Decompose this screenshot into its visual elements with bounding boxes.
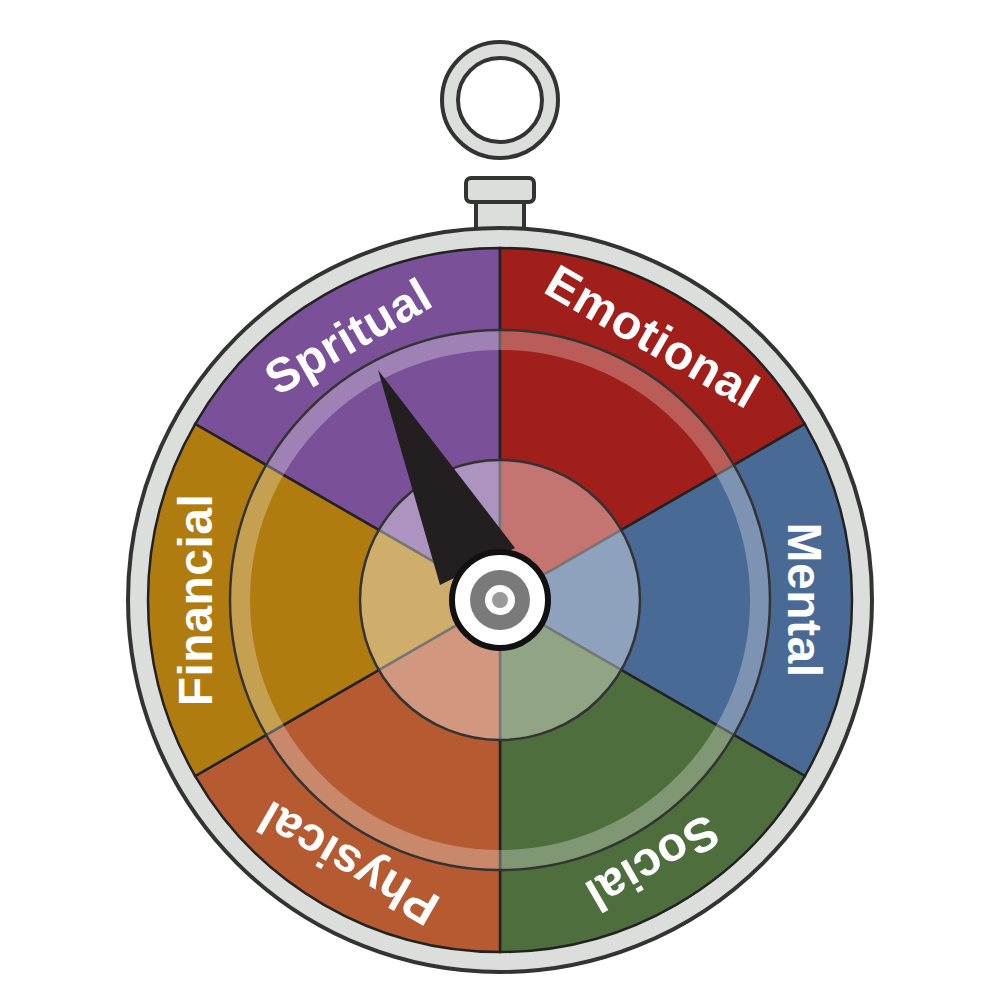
compass-ring-hole: [458, 58, 542, 142]
compass-crown: [466, 178, 534, 202]
face-ring: [230, 330, 770, 870]
hub-center: [485, 585, 515, 615]
sector-label: Financial: [172, 494, 220, 707]
hub-pin: [492, 592, 508, 608]
hub-cap: [470, 570, 530, 630]
needle-hub: [452, 552, 548, 648]
sector-label: Mental: [780, 522, 828, 677]
compass-bezel: [128, 228, 872, 972]
inner-disc: [360, 460, 640, 740]
compass-ring: [442, 42, 558, 158]
glass-ring: [240, 340, 760, 860]
